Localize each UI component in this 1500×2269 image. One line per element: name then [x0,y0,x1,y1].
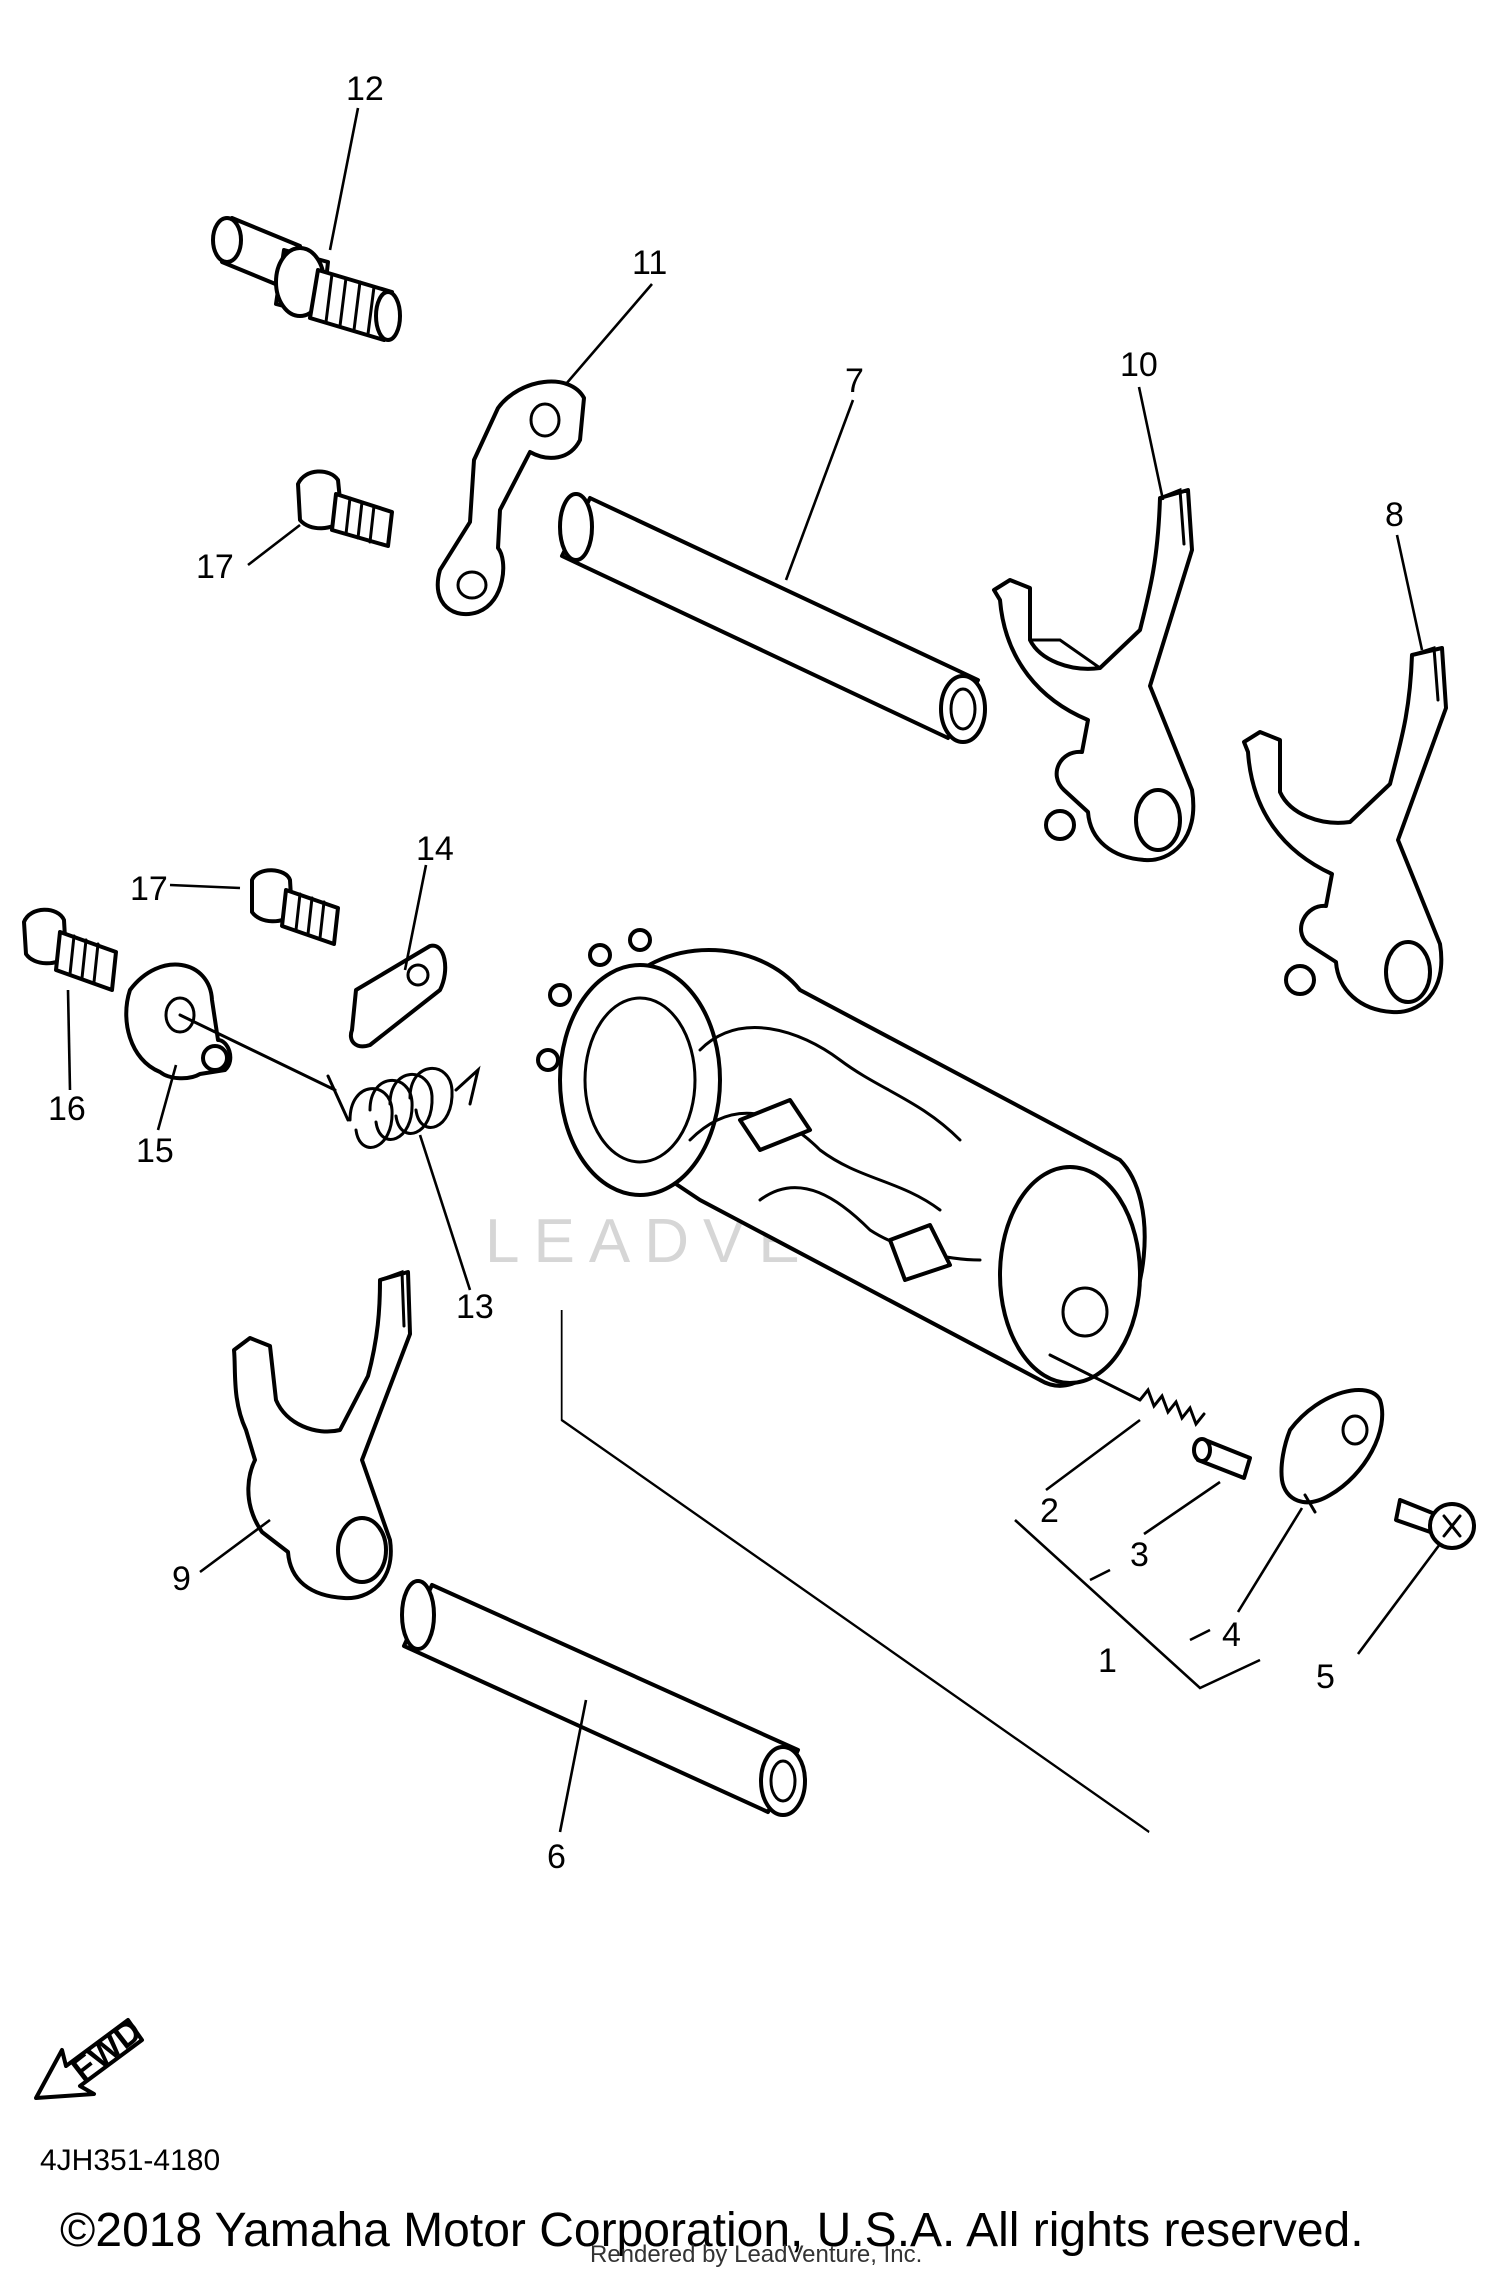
label-part-16: 16 [48,1090,86,1128]
diagram-code: 4JH351-4180 [40,2144,220,2177]
rendered-by-notice: Rendered by LeadVenture, Inc. [590,2241,922,2268]
label-part-17-lower: 17 [130,870,168,908]
part-10-shift-fork [992,487,1196,863]
part-16-bolt [22,907,118,992]
part-11-plate [435,379,586,617]
copyright-notice: ©2018 Yamaha Motor Corporation, U.S.A. A… [60,2204,1364,2257]
part-7-fork-shaft [558,492,987,744]
label-part-13: 13 [456,1288,494,1326]
part-6-fork-shaft [400,1579,807,1817]
label-part-14: 14 [416,830,454,868]
part-17-bolt-lower [250,868,340,946]
label-part-7: 7 [845,362,864,400]
fwd-arrow-icon: FWD [34,2012,149,2100]
part-17-bolt-upper [296,469,394,548]
part-5-screw [1394,1498,1476,1550]
leader-lines [66,107,1442,1834]
part-4-plate [1279,1388,1385,1514]
label-part-1: 1 [1098,1642,1117,1680]
part-15-lever [124,962,233,1081]
label-part-2: 2 [1040,1492,1059,1530]
label-part-5: 5 [1316,1658,1335,1696]
part-13-spring [178,1013,481,1149]
part-1-shift-drum [536,928,1147,1388]
part-12-stud-bolt [211,216,402,342]
label-part-6: 6 [547,1838,566,1876]
label-part-10: 10 [1120,346,1158,384]
label-part-4: 4 [1222,1616,1241,1654]
part-3-pin [1192,1437,1252,1480]
part-9-shift-fork [232,1269,412,1601]
label-part-8: 8 [1385,496,1404,534]
part-8-shift-fork [1242,645,1448,1015]
label-part-12: 12 [346,70,384,108]
label-part-3: 3 [1130,1536,1149,1574]
label-part-9: 9 [172,1560,191,1598]
label-part-11: 11 [632,244,667,282]
part-2-spring [1048,1353,1206,1427]
label-part-17-upper: 17 [196,548,234,586]
label-part-15: 15 [136,1132,174,1170]
part-14-plate [349,943,448,1049]
